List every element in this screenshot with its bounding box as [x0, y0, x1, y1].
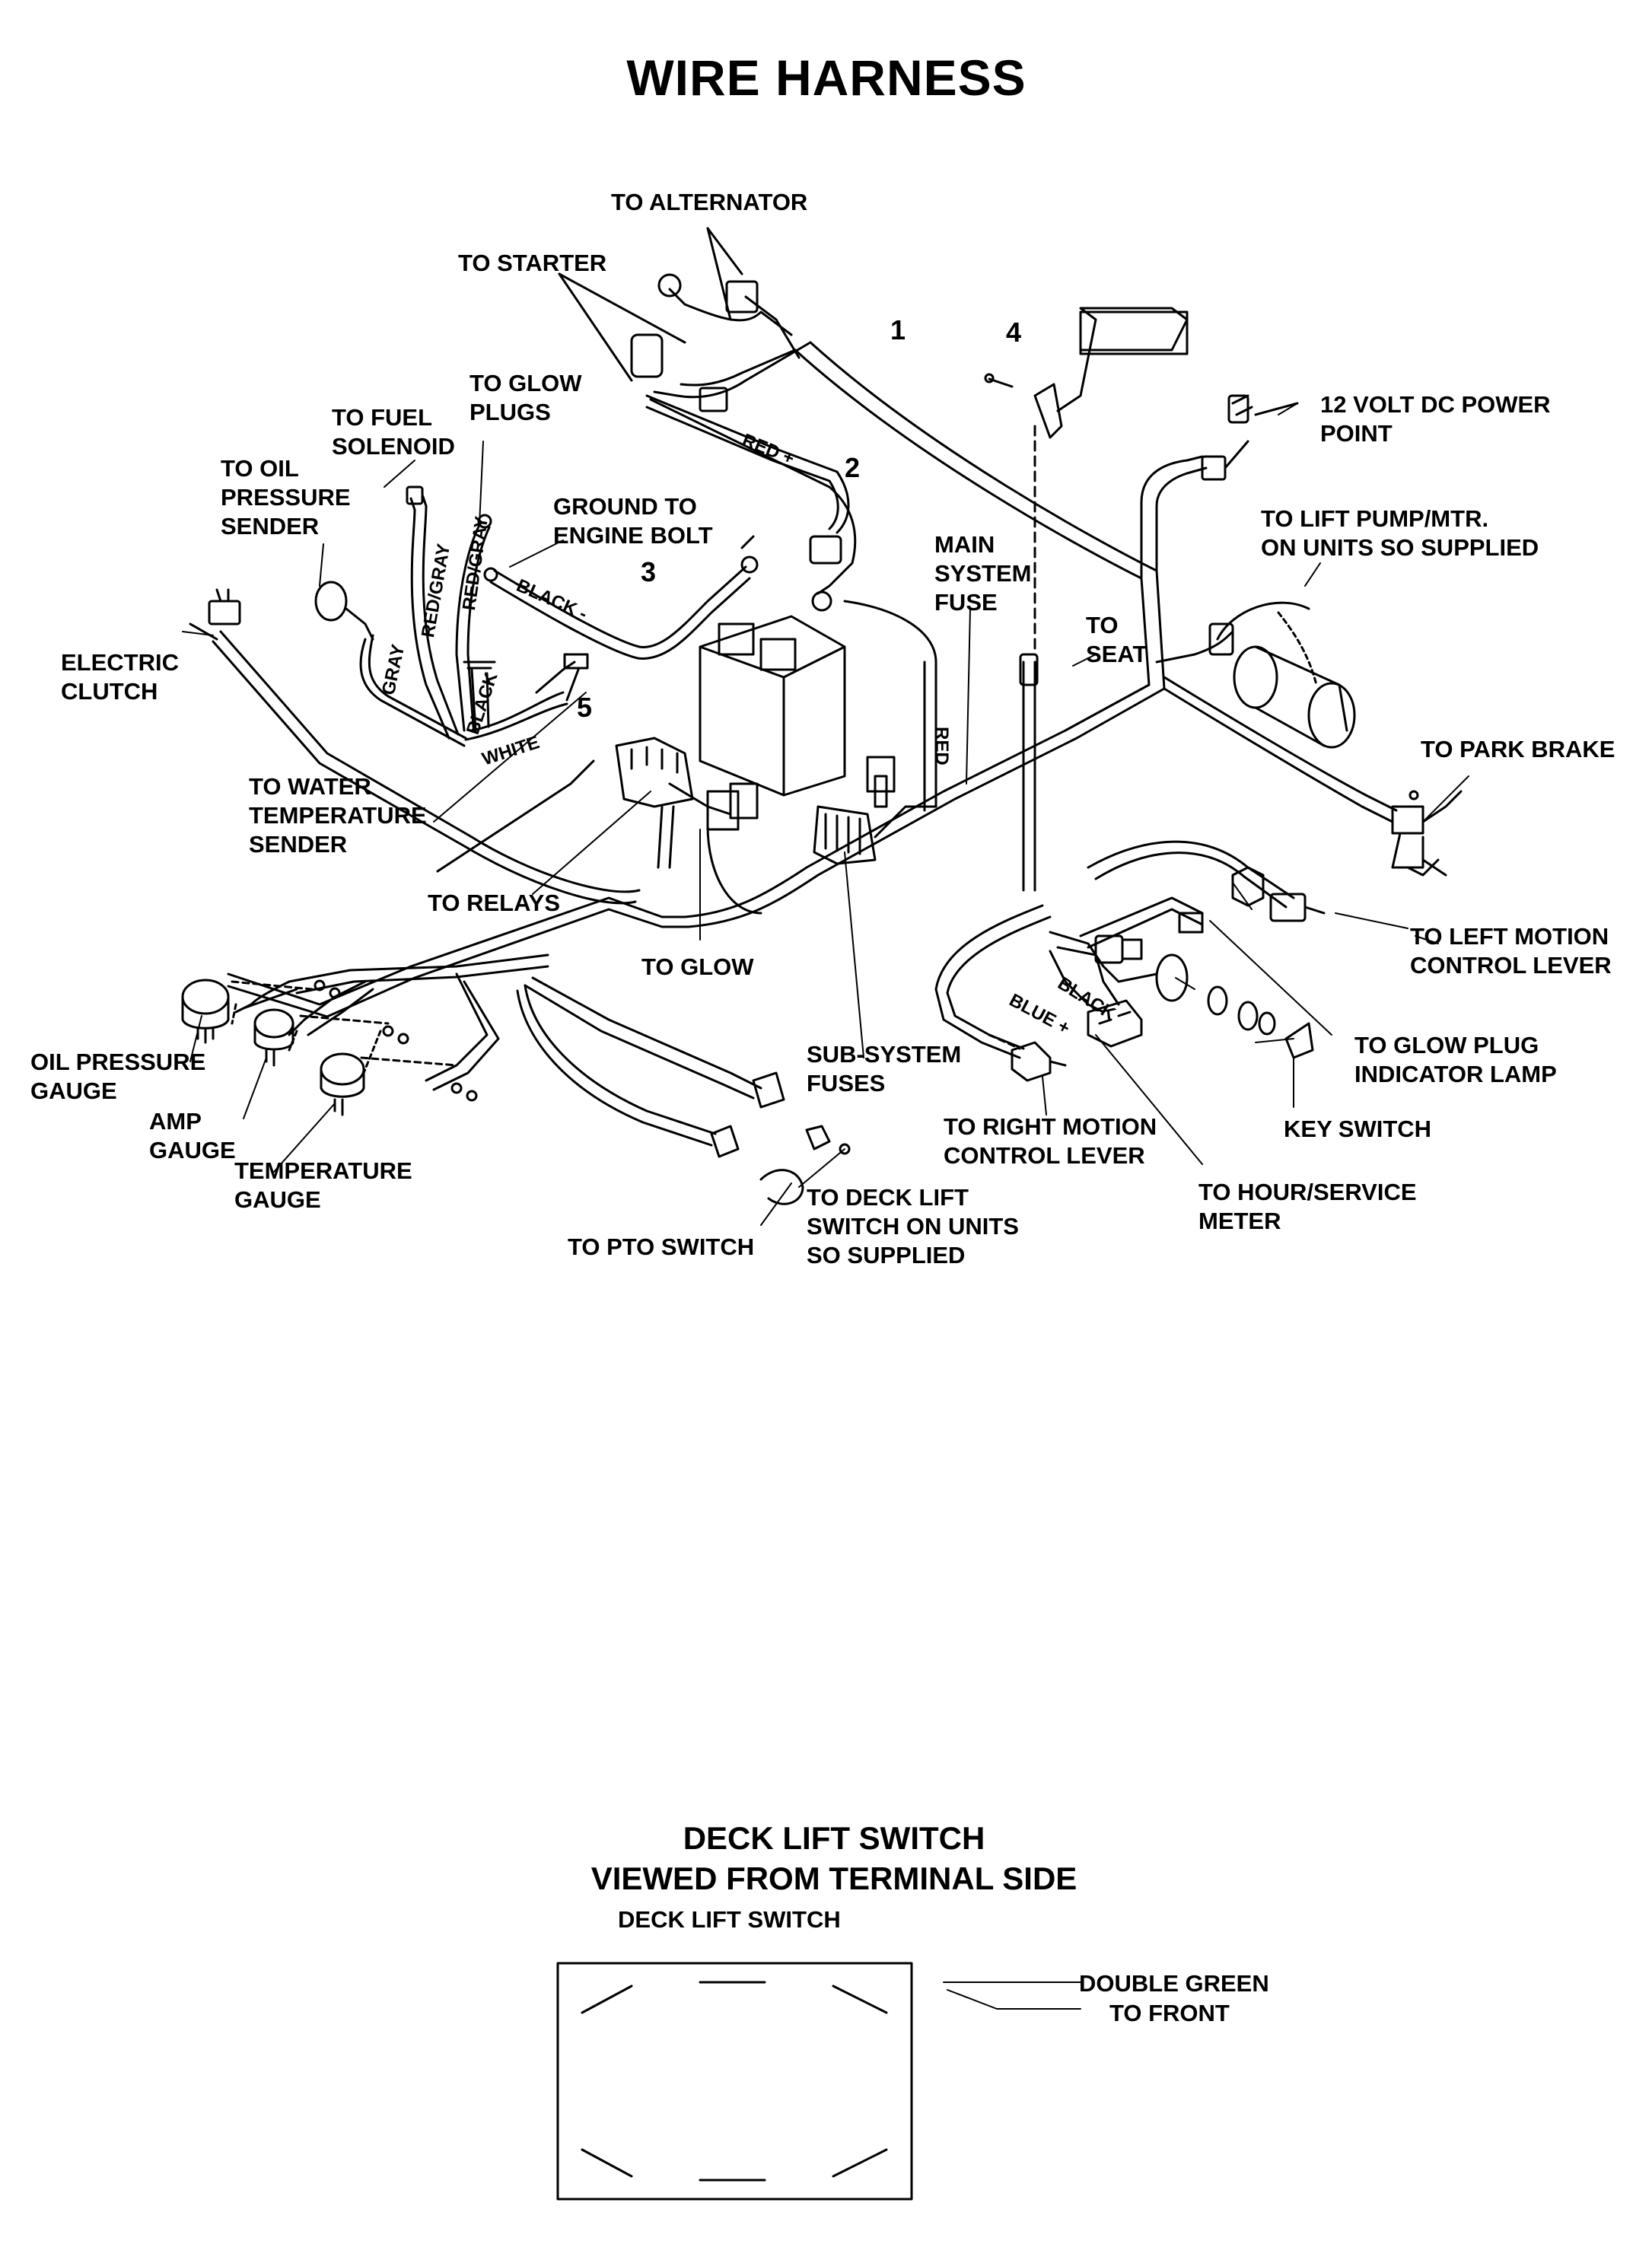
- label-to-fuel-solenoid: TO FUEL SOLENOID: [332, 404, 455, 460]
- label-power-point: 12 VOLT DC POWER POINT: [1320, 391, 1551, 447]
- label-to-hour-service-meter: TO HOUR/SERVICE METER: [1198, 1179, 1417, 1234]
- power-point-connector: [1201, 394, 1299, 481]
- deck-box-label: DECK LIFT SWITCH: [618, 1906, 841, 1933]
- relay-block: [615, 737, 762, 915]
- label-to-alternator: TO ALTERNATOR: [611, 189, 808, 215]
- label-to-left-motion-control-lever: TO LEFT MOTION CONTROL LEVER: [1410, 923, 1612, 979]
- lift-pump-motor: [1208, 601, 1356, 749]
- label-to-deck-lift-switch: TO DECK LIFT SWITCH ON UNITS SO SUPPLIED: [807, 1184, 1019, 1268]
- label-to-lift-pump: TO LIFT PUMP/MTR. ON UNITS SO SUPPLIED: [1261, 505, 1539, 561]
- left-motion-control-switch: [1079, 866, 1326, 949]
- label-key-switch: KEY SWITCH: [1284, 1116, 1432, 1142]
- sub-system-fuse-block: [813, 805, 937, 865]
- label-temperature-gauge: TEMPERATURE GAUGE: [234, 1157, 412, 1213]
- label-to-park-brake: TO PARK BRAKE: [1421, 736, 1615, 762]
- electric-clutch-connector: [189, 588, 241, 641]
- label-to-seat: TO SEAT: [1086, 612, 1147, 667]
- right-motion-control-switch: [988, 1033, 1067, 1082]
- main-harness-trunk: [212, 341, 1398, 1147]
- label-to-right-motion-control-lever: TO RIGHT MOTION CONTROL LEVER: [944, 1113, 1157, 1169]
- battery: [699, 615, 846, 797]
- callout-3: 3: [641, 556, 657, 587]
- park-brake-switch: [1391, 790, 1463, 877]
- label-sub-system-fuses: SUB-SYSTEM FUSES: [807, 1041, 962, 1097]
- leader-lines: [182, 403, 1469, 1226]
- label-to-starter: TO STARTER: [458, 250, 607, 276]
- engine-sensor-wires: [314, 485, 595, 873]
- label-to-water-temperature-sender: TO WATER TEMPERATURE SENDER: [249, 773, 427, 858]
- gauges: [181, 972, 500, 1116]
- callout-5: 5: [577, 692, 593, 723]
- starter-alternator-wires: [558, 227, 850, 534]
- label-to-relays: TO RELAYS: [428, 890, 560, 916]
- label-to-oil-pressure-sender: TO OIL PRESSURE SENDER: [221, 455, 351, 540]
- callout-2: 2: [845, 452, 861, 483]
- key-switch-assembly: [1049, 931, 1314, 1059]
- deck-to-front-label: TO FRONT: [1109, 2000, 1230, 2026]
- label-to-glow-plugs: TO GLOW PLUGS: [469, 370, 582, 425]
- label-amp-gauge: AMP GAUGE: [149, 1108, 236, 1163]
- negative-cable: [483, 535, 759, 660]
- label-main-system-fuse: MAIN SYSTEM FUSE: [934, 531, 1032, 616]
- pto-deck-connectors: [710, 1071, 851, 1205]
- diagram-title: WIRE HARNESS: [626, 49, 1027, 106]
- label-to-pto-switch: TO PTO SWITCH: [568, 1233, 755, 1260]
- positive-cable: [649, 398, 857, 612]
- deck-heading-line2: VIEWED FROM TERMINAL SIDE: [590, 1860, 1077, 1896]
- deck-double-green-label: DOUBLE GREEN: [1079, 1970, 1269, 1997]
- label-ground-to-engine-bolt: GROUND TO ENGINE BOLT: [553, 493, 713, 549]
- deck-lift-switch-box: [556, 1962, 1081, 2201]
- label-to-glow-plug-indicator-lamp: TO GLOW PLUG INDICATOR LAMP: [1354, 1032, 1557, 1087]
- callout-4: 4: [1006, 317, 1022, 348]
- deck-heading-line1: DECK LIFT SWITCH: [683, 1820, 985, 1856]
- label-oil-pressure-gauge: OIL PRESSURE GAUGE: [30, 1049, 206, 1104]
- wire-label-red: RED: [931, 727, 952, 766]
- seat-wire: [1019, 653, 1039, 892]
- red-fuse-wire: [843, 600, 937, 812]
- label-electric-clutch: ELECTRIC CLUTCH: [61, 649, 179, 705]
- callout-1: 1: [890, 314, 906, 345]
- bracket-4: [984, 307, 1189, 656]
- label-to-glow: TO GLOW: [641, 953, 754, 980]
